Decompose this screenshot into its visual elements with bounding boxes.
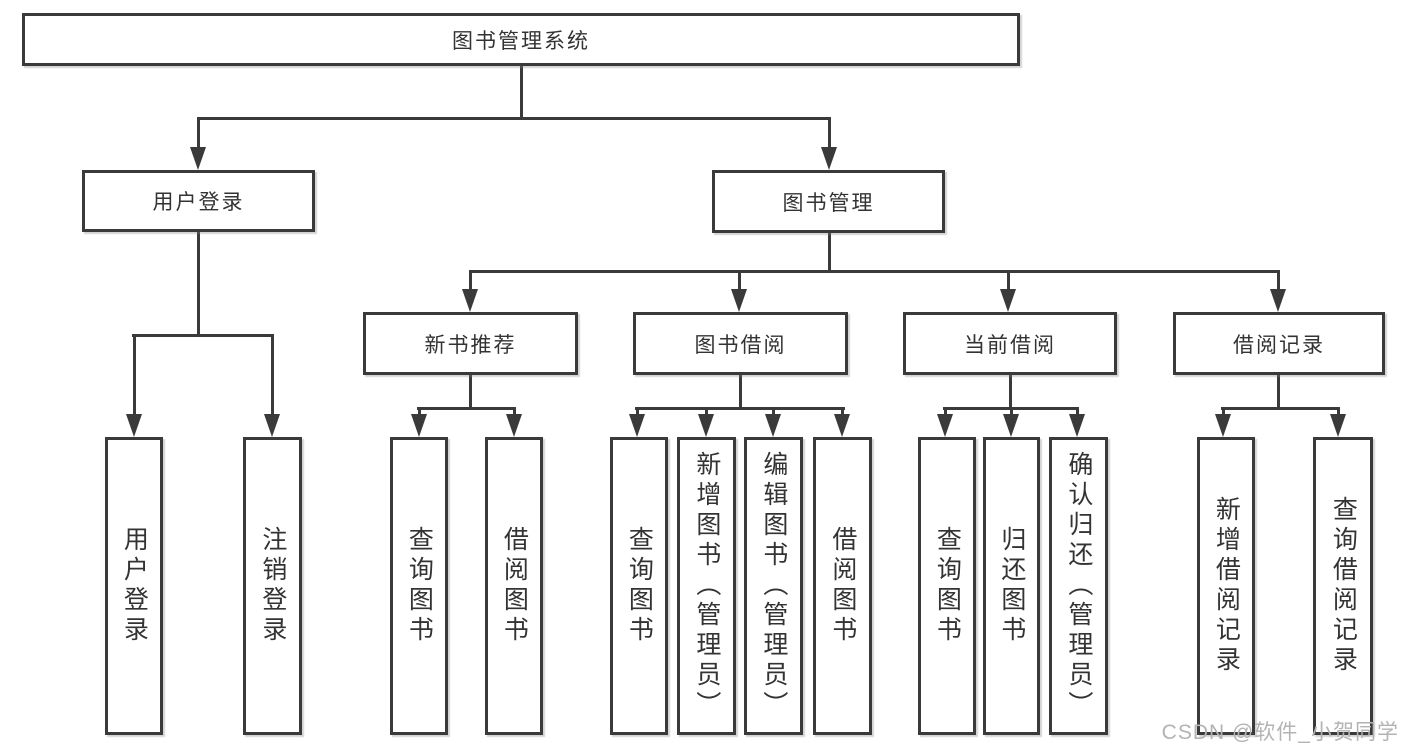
- leaf-label: 新增图书（管理员）: [692, 451, 721, 721]
- leaf-label: 用户登录: [120, 526, 149, 646]
- down-arrow-icon: [834, 414, 850, 437]
- connector-line: [196, 232, 200, 336]
- down-arrow-icon: [1003, 414, 1019, 437]
- down-arrow-icon: [411, 414, 427, 437]
- leaf-query-borrow-record: 查询借阅记录: [1313, 437, 1373, 735]
- leaf-query-books-current: 查询图书: [918, 437, 976, 735]
- leaf-label: 新增借阅记录: [1212, 496, 1241, 676]
- connector-line: [1006, 271, 1010, 296]
- node-new-book-recommend: 新书推荐: [363, 312, 578, 375]
- connector-line: [132, 334, 274, 337]
- leaf-label: 借阅图书: [500, 526, 529, 646]
- down-arrow-icon: [698, 414, 714, 437]
- leaf-label: 编辑图书（管理员）: [759, 451, 788, 721]
- leaf-add-book-admin: 新增图书（管理员）: [677, 437, 736, 735]
- down-arrow-icon: [629, 414, 645, 437]
- connector-line: [519, 66, 523, 118]
- connector-line: [132, 335, 136, 421]
- leaf-query-books-recommend: 查询图书: [390, 437, 448, 735]
- down-arrow-icon: [1000, 289, 1016, 312]
- leaf-label: 查询图书: [933, 526, 962, 646]
- connector-line: [738, 375, 742, 409]
- down-arrow-icon: [1215, 414, 1231, 437]
- leaf-label: 确认归还（管理员）: [1064, 451, 1093, 721]
- leaf-label: 查询借阅记录: [1329, 496, 1358, 676]
- down-arrow-icon: [1330, 414, 1346, 437]
- node-current-borrow: 当前借阅: [903, 312, 1117, 375]
- leaf-label: 注销登录: [258, 526, 287, 646]
- down-arrow-icon: [1069, 414, 1085, 437]
- leaf-return-book: 归还图书: [983, 437, 1040, 735]
- leaf-label: 归还图书: [997, 526, 1026, 646]
- connector-line: [1221, 407, 1340, 410]
- leaf-edit-book-admin: 编辑图书（管理员）: [744, 437, 803, 735]
- leaf-confirm-return-admin: 确认归还（管理员）: [1049, 437, 1108, 735]
- leaf-borrow-books: 借阅图书: [813, 437, 872, 735]
- watermark-text: CSDN @软件_小贺同学: [1161, 721, 1399, 744]
- connector-line: [469, 270, 1280, 273]
- node-user-login: 用户登录: [82, 170, 315, 232]
- connector-line: [197, 117, 831, 120]
- connector-line: [827, 117, 831, 154]
- connector-line: [196, 117, 200, 154]
- node-book-borrow: 图书借阅: [633, 312, 848, 375]
- down-arrow-icon: [506, 414, 522, 437]
- down-arrow-icon: [264, 414, 280, 437]
- leaf-borrow-books-recommend: 借阅图书: [485, 437, 543, 735]
- connector-line: [468, 375, 472, 409]
- leaf-logout: 注销登录: [243, 437, 302, 735]
- connector-line: [737, 271, 741, 296]
- node-book-management: 图书管理: [712, 170, 945, 233]
- down-arrow-icon: [731, 289, 747, 312]
- connector-line: [1008, 375, 1012, 409]
- leaf-query-books-borrow: 查询图书: [610, 437, 668, 735]
- node-borrow-records: 借阅记录: [1173, 312, 1385, 375]
- leaf-user-login: 用户登录: [105, 437, 163, 735]
- down-arrow-icon: [190, 147, 206, 170]
- connector-line: [468, 271, 472, 296]
- leaf-label: 查询图书: [405, 526, 434, 646]
- down-arrow-icon: [937, 414, 953, 437]
- leaf-label: 查询图书: [625, 526, 654, 646]
- down-arrow-icon: [765, 414, 781, 437]
- connector-line: [270, 335, 274, 421]
- down-arrow-icon: [821, 147, 837, 170]
- leaf-add-borrow-record: 新增借阅记录: [1197, 437, 1255, 735]
- connector-line: [1276, 271, 1280, 296]
- down-arrow-icon: [462, 289, 478, 312]
- connector-line: [417, 407, 516, 410]
- node-library-management-system: 图书管理系统: [22, 13, 1020, 66]
- connector-line: [827, 233, 831, 272]
- leaf-label: 借阅图书: [828, 526, 857, 646]
- connector-line: [1276, 375, 1280, 409]
- down-arrow-icon: [126, 414, 142, 437]
- down-arrow-icon: [1270, 289, 1286, 312]
